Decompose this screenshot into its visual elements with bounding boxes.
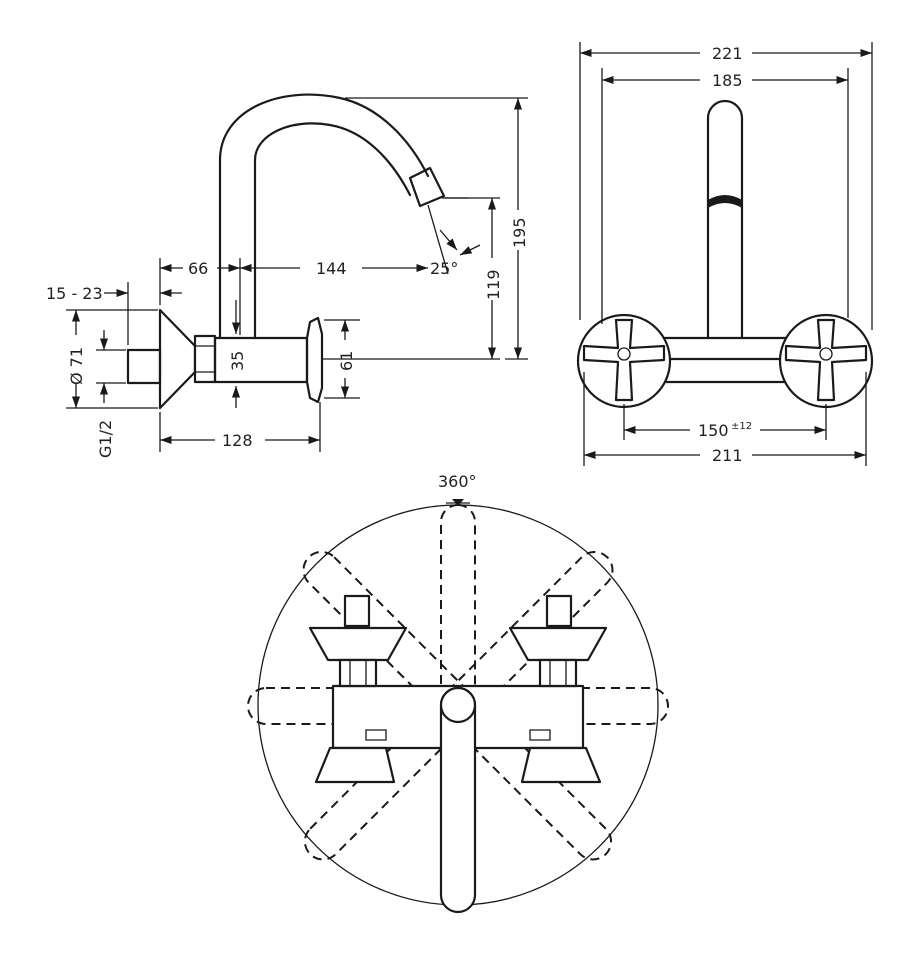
dim-119: 119 [484, 269, 503, 300]
side-dimensions: 66 144 25° 15 - 23 Ø 71 G1/2 35 [46, 97, 529, 458]
wall-flange [158, 308, 197, 410]
side-view [126, 93, 446, 410]
rotation-label: 360° [438, 472, 477, 491]
dim-150: 150 [698, 421, 729, 440]
dim-angle: 25° [430, 259, 458, 278]
top-view: 360° [247, 472, 669, 914]
cross-handle-side [305, 316, 324, 404]
front-spout [706, 99, 744, 340]
spout [218, 93, 430, 340]
dim-35: 35 [228, 351, 247, 371]
dim-150-tolerance: ±12 [731, 421, 752, 432]
front-view [576, 99, 874, 409]
hex-nut [193, 334, 217, 384]
dim-66: 66 [188, 259, 208, 278]
dim-15-23: 15 - 23 [46, 284, 103, 303]
spout-tip [408, 166, 446, 208]
dim-g12: G1/2 [96, 420, 115, 458]
dim-144: 144 [316, 259, 347, 278]
dim-211: 211 [712, 446, 743, 465]
dim-195: 195 [510, 217, 529, 248]
spout-base [439, 686, 477, 724]
dim-128: 128 [222, 431, 253, 450]
dim-61: 61 [337, 351, 356, 371]
dim-221: 221 [712, 44, 743, 63]
front-dimensions: 221 185 150 ±12 211 [579, 42, 873, 466]
left-valve [308, 594, 408, 784]
inlet-thread [126, 348, 162, 385]
spout-aerator [708, 195, 742, 208]
right-valve [508, 594, 608, 784]
dim-d71: Ø 71 [67, 347, 86, 385]
dim-185: 185 [712, 71, 743, 90]
